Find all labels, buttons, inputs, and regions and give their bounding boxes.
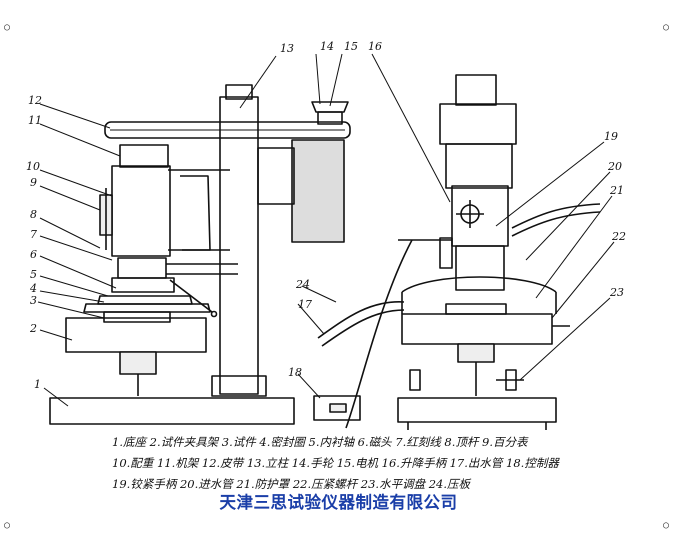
- legend-line-3: 19.铰紧手柄 20.进水管 21.防护罩 22.压紧螺杆 23.水平调盘 24…: [112, 477, 471, 491]
- crop-mark-bottom-right: ○: [663, 520, 670, 531]
- callout-14: 14: [320, 40, 334, 53]
- callout-23: 23: [609, 286, 624, 299]
- legend-line-1: 1.底座 2.试件夹具架 3.试件 4.密封圈 5.内衬轴 6.磁头 7.红刻线…: [112, 435, 528, 449]
- callout-19: 19: [604, 130, 618, 143]
- callout-17: 17: [298, 298, 312, 311]
- callout-9: 9: [30, 176, 37, 189]
- base-part: [49, 397, 295, 425]
- callout-8: 8: [30, 208, 37, 221]
- callout-24: 24: [295, 278, 310, 291]
- callout-12: 12: [28, 94, 42, 107]
- callout-2: 2: [29, 322, 37, 335]
- callout-15: 15: [344, 40, 358, 53]
- callout-21: 21: [609, 184, 624, 197]
- company-name: 天津三思试验仪器制造有限公司: [219, 493, 458, 512]
- callout-22: 22: [611, 230, 626, 243]
- crop-mark-top-right: ○: [663, 22, 670, 33]
- callout-3: 3: [30, 294, 37, 307]
- callout-10: 10: [26, 160, 40, 173]
- callout-18: 18: [288, 366, 302, 379]
- callout-4: 4: [29, 282, 37, 295]
- crop-mark-top-left: ○: [4, 22, 11, 33]
- callout-1: 1: [34, 378, 41, 391]
- callout-16: 16: [368, 40, 382, 53]
- callout-5: 5: [30, 268, 37, 281]
- callout-13: 13: [280, 42, 294, 55]
- callout-7: 7: [30, 228, 37, 241]
- crop-mark-bottom-left: ○: [4, 520, 11, 531]
- legend-line-2: 10.配重 11.机架 12.皮带 13.立柱 14.手轮 15.电机 16.升…: [112, 456, 559, 470]
- callout-20: 20: [607, 160, 622, 173]
- callout-6: 6: [30, 248, 37, 261]
- callout-11: 11: [28, 114, 42, 127]
